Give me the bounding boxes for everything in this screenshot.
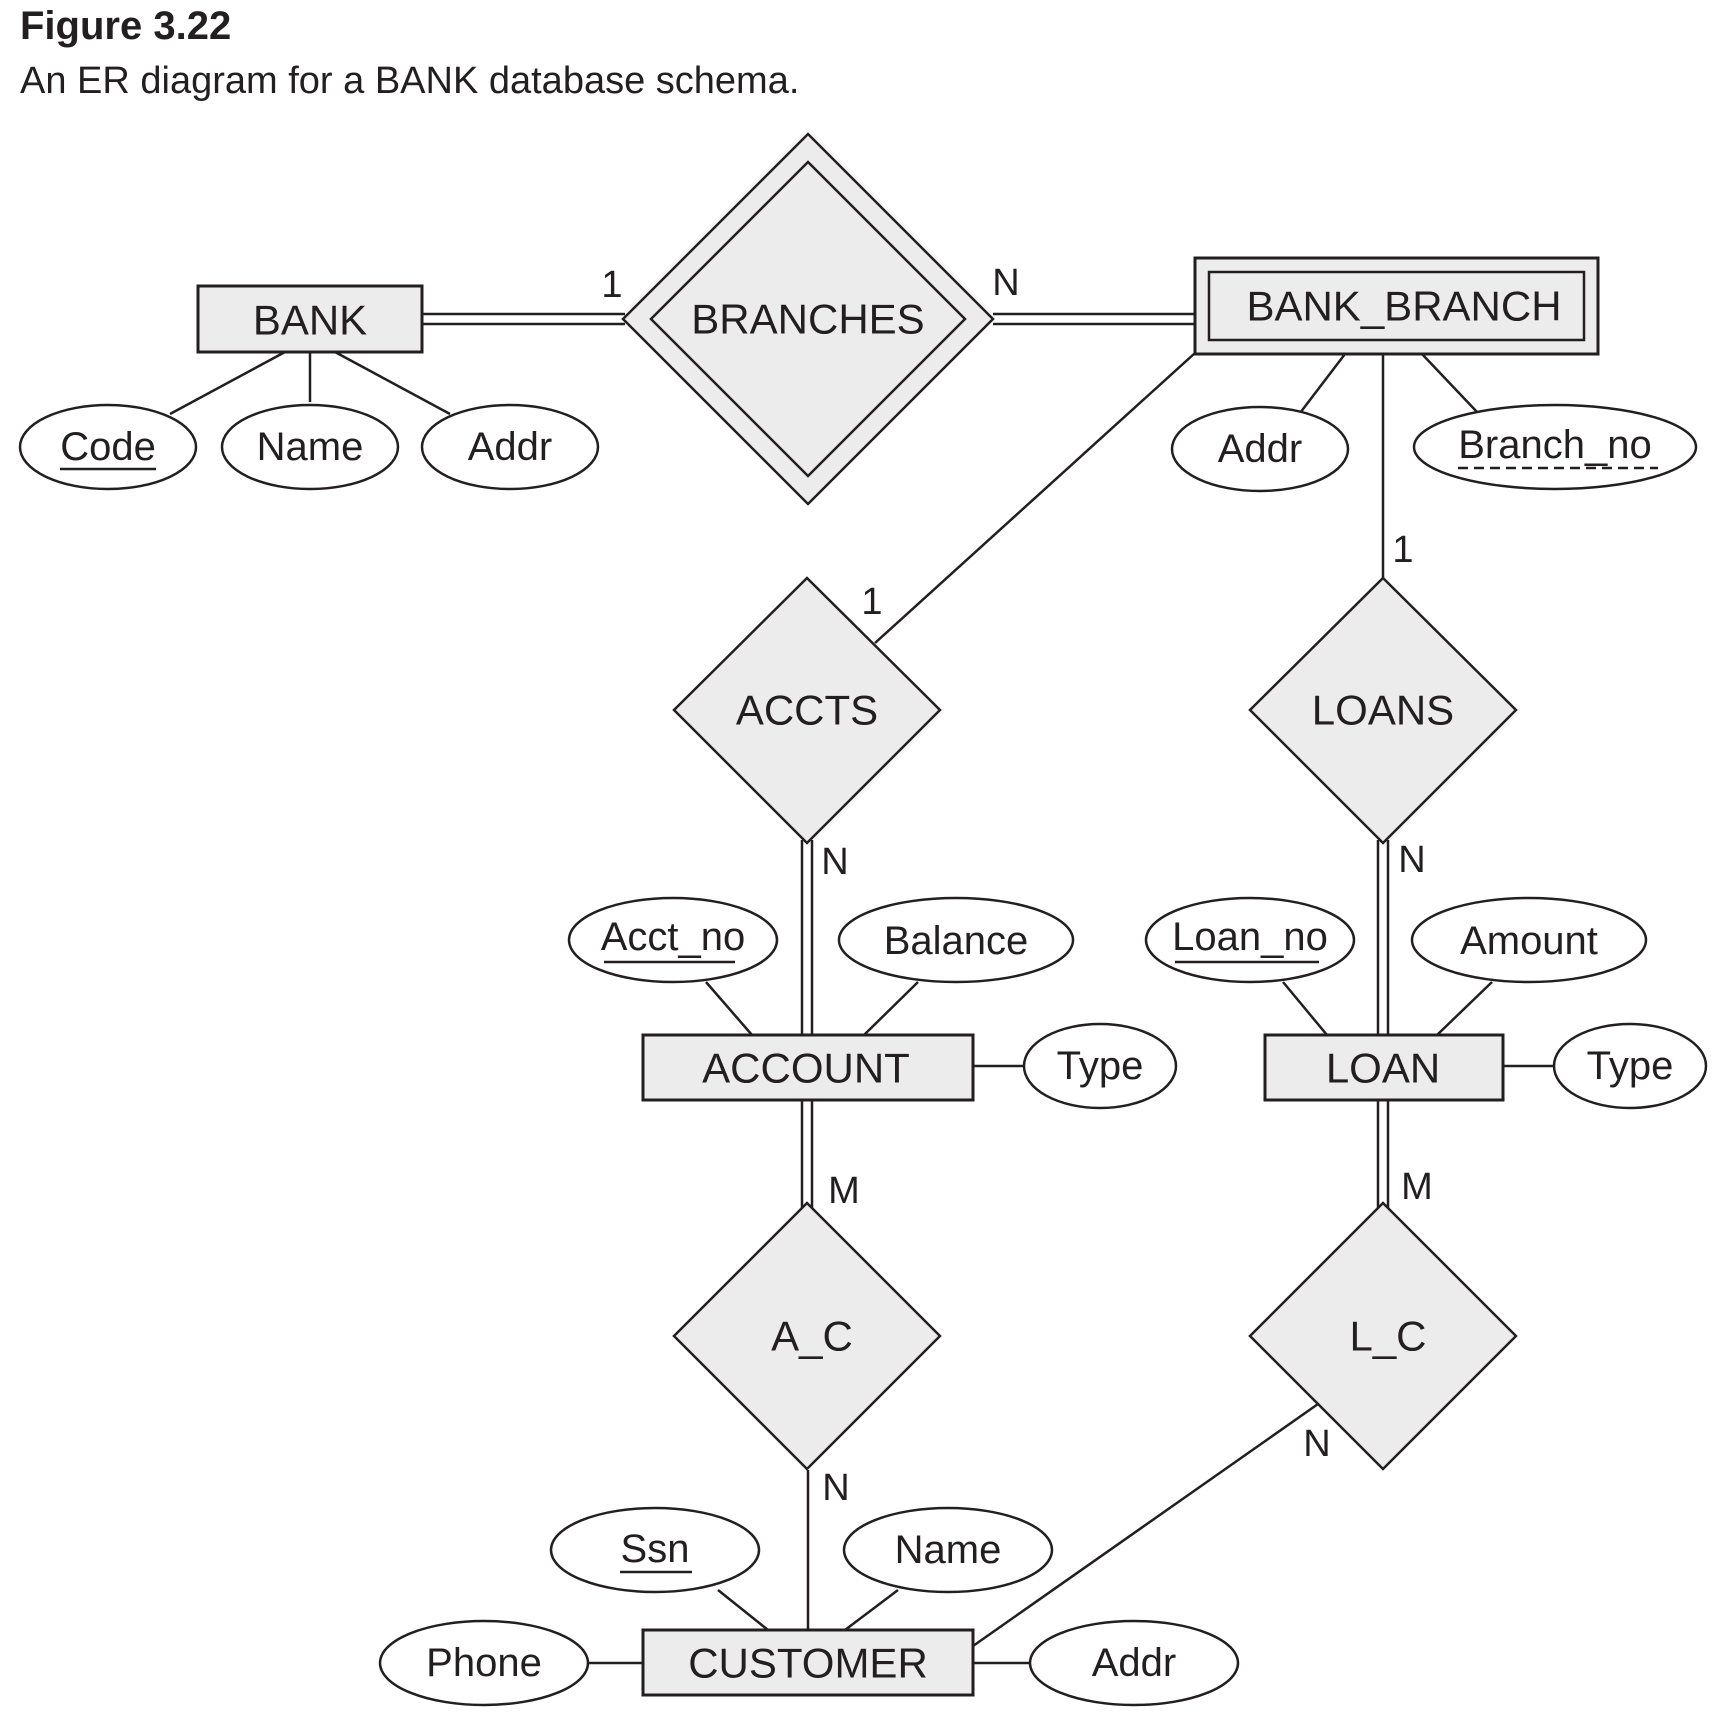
- relationship-label-branches: BRANCHES: [691, 296, 924, 343]
- entity-label-bank: BANK: [253, 297, 367, 344]
- attribute-label-loan-type: Type: [1587, 1044, 1674, 1088]
- attribute-label-bank-name: Name: [257, 425, 364, 469]
- cardinality-branches-bank-branch: N: [992, 262, 1019, 304]
- entity-account: ACCOUNT: [641, 1033, 975, 1102]
- cardinality-bank-branch-accts: 1: [861, 581, 882, 623]
- line-bankbranch-addr: [1299, 353, 1346, 414]
- cardinality-accts-account: N: [821, 841, 848, 883]
- attribute-label-balance: Balance: [884, 919, 1029, 963]
- figure-caption: An ER diagram for a BANK database schema…: [20, 60, 800, 102]
- line-bankbranch-branchno: [1421, 353, 1479, 414]
- entity-label-customer: CUSTOMER: [688, 1640, 928, 1687]
- cardinality-bank-branch-loans: 1: [1392, 529, 1413, 571]
- entity-label-loan: LOAN: [1326, 1045, 1440, 1092]
- attribute-loan-type: Type: [1552, 1022, 1708, 1110]
- entity-bank-branch: BANK_BRANCH: [1193, 256, 1600, 356]
- relationship-label-accts: ACCTS: [736, 687, 878, 734]
- relationship-label-a-c: A_C: [771, 1313, 853, 1360]
- attribute-bank-name: Name: [220, 403, 400, 491]
- cardinality-account-a-c: M: [828, 1170, 860, 1212]
- figure-title: Figure 3.22: [20, 4, 232, 48]
- attribute-label-acct-no: Acct_no: [601, 915, 746, 959]
- entity-bank: BANK: [196, 284, 424, 354]
- attribute-loan-loan-no: Loan_no: [1144, 896, 1356, 984]
- relationship-loans: LOANS: [1248, 576, 1518, 845]
- attribute-account-balance: Balance: [837, 896, 1075, 984]
- line-customer-name: [844, 1589, 899, 1631]
- attribute-bank-branch-branch-no: Branch_no: [1412, 403, 1698, 491]
- entity-label-bank-branch: BANK_BRANCH: [1246, 283, 1561, 330]
- line-lc-customer: [972, 1402, 1319, 1648]
- attribute-bank-addr: Addr: [420, 403, 600, 491]
- attribute-account-type: Type: [1022, 1022, 1178, 1110]
- attribute-label-loan-no: Loan_no: [1172, 915, 1328, 959]
- attribute-label-customer-addr: Addr: [1092, 1641, 1177, 1685]
- line-customer-ssn: [717, 1589, 769, 1631]
- attribute-label-bank-branch-addr: Addr: [1218, 427, 1303, 471]
- line-bankbranch-accts: [874, 352, 1196, 644]
- line-bank-code: [169, 350, 286, 416]
- connector-lines: [169, 312, 1557, 1665]
- entity-loan: LOAN: [1263, 1033, 1505, 1102]
- line-bank-addr: [334, 350, 451, 416]
- entity-label-account: ACCOUNT: [702, 1045, 910, 1092]
- attribute-label-bank-code: Code: [60, 425, 156, 469]
- line-loan-loanno: [1282, 981, 1328, 1036]
- attribute-loan-amount: Amount: [1410, 896, 1648, 984]
- attribute-label-ssn: Ssn: [621, 1527, 690, 1571]
- attribute-bank-branch-addr: Addr: [1170, 405, 1350, 493]
- relationship-label-loans: LOANS: [1312, 687, 1454, 734]
- relationship-label-l-c: L_C: [1349, 1313, 1426, 1360]
- line-account-balance: [863, 981, 919, 1036]
- relationship-branches: BRANCHES: [621, 132, 995, 506]
- attribute-customer-addr: Addr: [1028, 1619, 1240, 1707]
- cardinality-bank-branches: 1: [601, 264, 622, 306]
- relationship-accts: ACCTS: [672, 576, 942, 845]
- attribute-label-amount: Amount: [1460, 919, 1598, 963]
- relationship-l-c: L_C: [1248, 1201, 1518, 1471]
- attribute-customer-name: Name: [842, 1506, 1054, 1594]
- attribute-account-acct-no: Acct_no: [567, 896, 779, 984]
- cardinality-loan-l-c: M: [1401, 1166, 1433, 1208]
- attribute-bank-code: Code: [18, 403, 198, 491]
- attribute-label-customer-name: Name: [895, 1528, 1002, 1572]
- cardinality-a-c-customer: N: [822, 1467, 849, 1509]
- relationship-a-c: A_C: [672, 1201, 942, 1471]
- line-loan-amount: [1436, 981, 1493, 1036]
- attribute-label-phone: Phone: [426, 1641, 542, 1685]
- attribute-label-account-type: Type: [1057, 1044, 1144, 1088]
- attribute-label-branch-no: Branch_no: [1458, 423, 1651, 467]
- cardinality-l-c-customer: N: [1303, 1423, 1330, 1465]
- line-account-acctno: [705, 981, 753, 1036]
- attribute-customer-ssn: Ssn: [549, 1506, 761, 1594]
- cardinality-loans-loan: N: [1398, 839, 1425, 881]
- attribute-customer-phone: Phone: [378, 1619, 590, 1707]
- entity-customer: CUSTOMER: [641, 1628, 975, 1697]
- attribute-label-bank-addr: Addr: [468, 425, 553, 469]
